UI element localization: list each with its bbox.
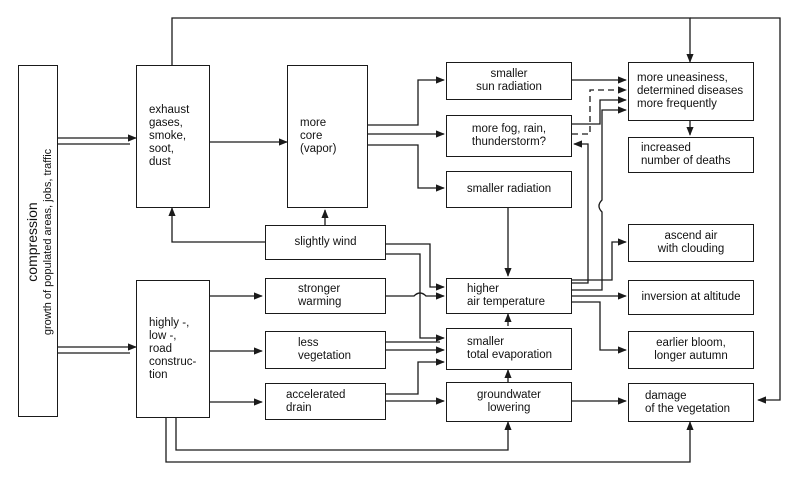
- smaller-radiation-label: smaller radiation: [466, 183, 552, 195]
- core-label: more core (vapor): [300, 117, 337, 155]
- core-box: more core (vapor): [287, 65, 368, 208]
- ascend-air-box: ascend air with clouding: [628, 224, 754, 262]
- slightly-wind-box: slightly wind: [265, 225, 386, 260]
- inversion-box: inversion at altitude: [628, 280, 754, 315]
- exhaust-label: exhaust gases, smoke, soot, dust: [149, 104, 190, 168]
- groundwater-box: groundwater lowering: [446, 382, 572, 422]
- damage-vegetation-box: damage of the vegetation: [628, 383, 754, 422]
- higher-temperature-box: higher air temperature: [446, 278, 572, 314]
- slightly-wind-label: slightly wind: [294, 236, 357, 248]
- deaths-box: increased number of deaths: [628, 137, 754, 173]
- sun-radiation-label: smaller sun radiation: [476, 68, 542, 93]
- smaller-radiation-box: smaller radiation: [446, 171, 572, 208]
- earlier-bloom-label: earlier bloom, longer autumn: [654, 337, 728, 362]
- construction-label: highly -, low -, road construc- tion: [149, 316, 197, 381]
- less-vegetation-box: less vegetation: [265, 331, 386, 369]
- stronger-warming-box: stronger warming: [265, 278, 386, 314]
- accelerated-drain-label: accelerated drain: [286, 388, 346, 414]
- uneasiness-box: more uneasiness, determined diseases mor…: [628, 62, 754, 121]
- fog-rain-box: more fog, rain, thunderstorm?: [446, 115, 572, 157]
- smaller-evaporation-box: smaller total evaporation: [446, 328, 572, 370]
- compression-box: compression growth of populated areas, j…: [18, 65, 58, 417]
- smaller-evaporation-label: smaller total evaporation: [467, 336, 553, 361]
- construction-box: highly -, low -, road construc- tion: [136, 280, 210, 418]
- accelerated-drain-box: accelerated drain: [265, 383, 386, 420]
- uneasiness-label: more uneasiness, determined diseases mor…: [637, 72, 744, 110]
- compression-title: compression: [24, 202, 41, 282]
- compression-subtitle: growth of populated areas, jobs, traffic: [42, 148, 55, 336]
- ascend-air-label: ascend air with clouding: [657, 230, 725, 255]
- damage-vegetation-label: damage of the vegetation: [645, 389, 731, 415]
- deaths-label: increased number of deaths: [641, 142, 731, 167]
- less-vegetation-label: less vegetation: [298, 337, 352, 362]
- fog-rain-label: more fog, rain, thunderstorm?: [471, 123, 547, 148]
- exhaust-box: exhaust gases, smoke, soot, dust: [136, 65, 210, 208]
- sun-radiation-box: smaller sun radiation: [446, 62, 572, 100]
- stronger-warming-label: stronger warming: [298, 283, 342, 308]
- earlier-bloom-box: earlier bloom, longer autumn: [628, 331, 754, 369]
- higher-temperature-label: higher air temperature: [467, 283, 545, 308]
- inversion-label: inversion at altitude: [641, 291, 741, 303]
- groundwater-label: groundwater lowering: [477, 389, 541, 414]
